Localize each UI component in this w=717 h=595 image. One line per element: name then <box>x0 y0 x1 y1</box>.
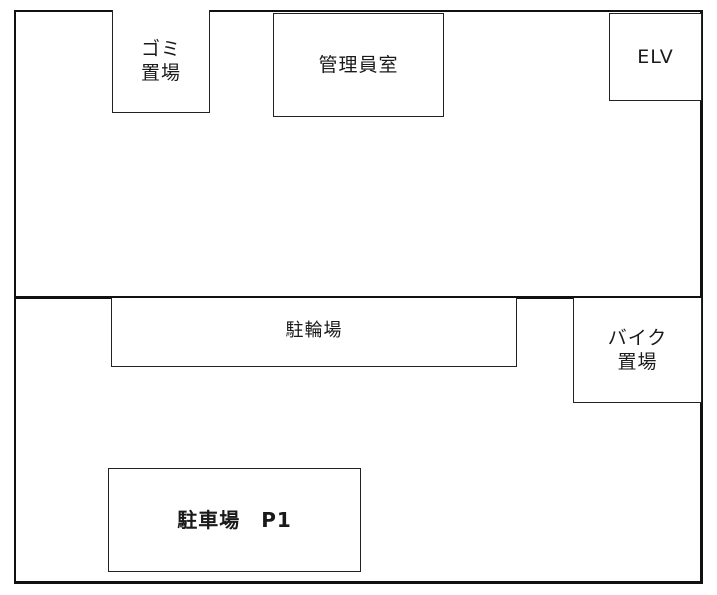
car-parking-label: 駐車場 P1 <box>177 508 292 532</box>
car-parking-p1: 駐車場 P1 <box>108 468 361 572</box>
bicycle-parking-label: 駐輪場 <box>285 320 343 341</box>
elevator-label: ELV <box>637 46 674 68</box>
manager-office: 管理員室 <box>273 13 444 117</box>
manager-office-label: 管理員室 <box>318 54 399 76</box>
elevator: ELV <box>609 13 702 101</box>
garbage-area-label: ゴミ 置場 <box>140 38 181 84</box>
bicycle-parking: 駐輪場 <box>111 298 517 367</box>
motorbike-parking: バイク 置場 <box>573 298 702 403</box>
garbage-area: ゴミ 置場 <box>112 10 210 113</box>
zone-divider-line <box>14 296 703 299</box>
motorbike-parking-label: バイク 置場 <box>607 327 668 373</box>
